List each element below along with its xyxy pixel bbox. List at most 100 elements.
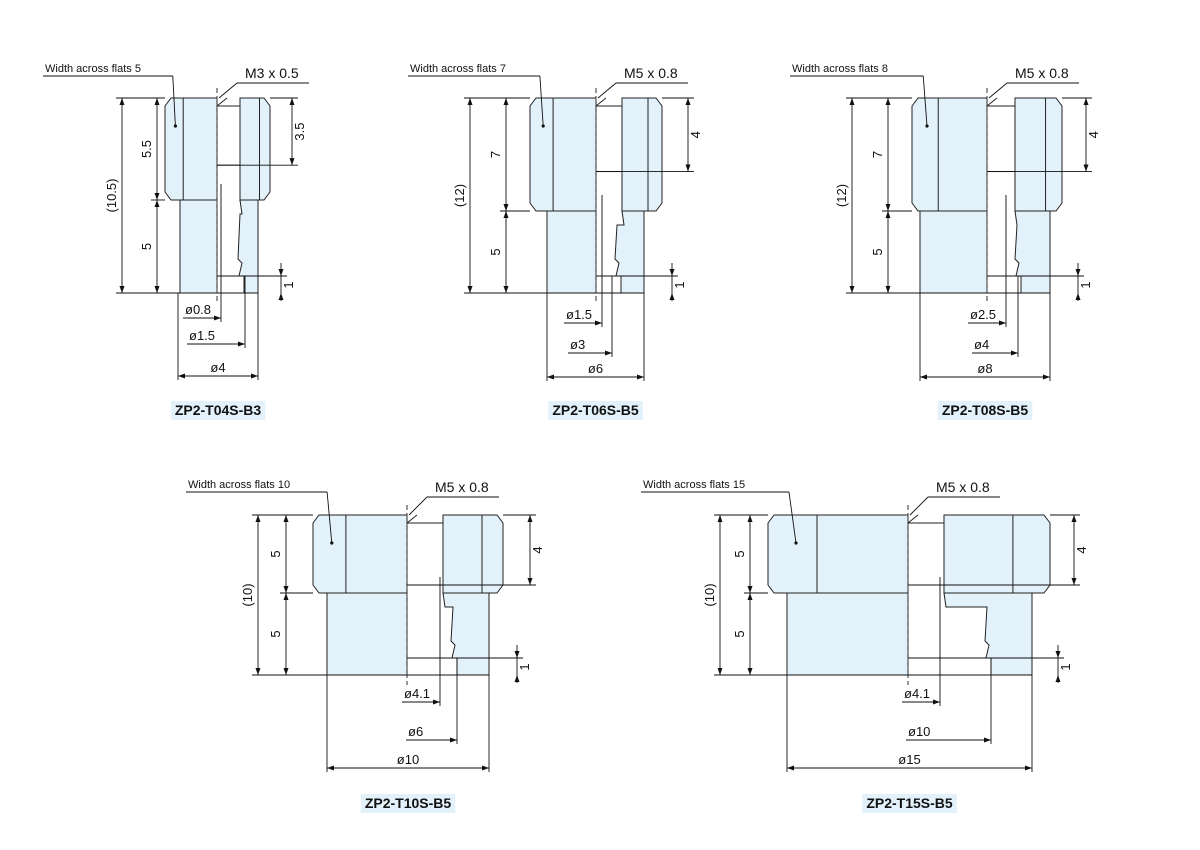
body-right xyxy=(442,592,490,676)
dim-d1: ø4.1 xyxy=(404,686,430,701)
arrow-head xyxy=(154,286,160,293)
arrow-head xyxy=(885,286,891,293)
dim-tip: 1 xyxy=(672,281,687,288)
arrow-head xyxy=(283,668,289,675)
arrow-head xyxy=(849,98,855,105)
model-title-bg xyxy=(548,401,643,420)
dim-d3: ø10 xyxy=(397,752,419,767)
chamfer xyxy=(986,97,998,107)
hex-right xyxy=(943,514,1051,595)
flats-label: Width across flats 8 xyxy=(792,63,888,75)
dim-hex: 5 xyxy=(732,550,747,557)
thread-label: M5 x 0.8 xyxy=(624,65,678,81)
dim-total: (10.5) xyxy=(104,179,119,213)
body-right xyxy=(614,210,645,294)
arrow-head xyxy=(289,98,295,105)
thread-label: M3 x 0.5 xyxy=(245,65,299,81)
flats-leader xyxy=(172,75,176,127)
arrow-head xyxy=(503,211,509,218)
arrow-head xyxy=(214,315,221,321)
dim-d1: ø2.5 xyxy=(970,307,996,322)
hex-right xyxy=(442,514,504,595)
dim-thread-depth: 3.5 xyxy=(292,123,307,141)
arrow-head xyxy=(849,286,855,293)
arrow-head xyxy=(283,586,289,593)
arrow-head xyxy=(920,374,927,380)
arrow-head xyxy=(503,204,509,211)
model-title: ZP2-T06S-B5 xyxy=(552,402,639,418)
thread-bore xyxy=(216,105,241,166)
hex-left xyxy=(529,97,597,212)
model-title-bg xyxy=(862,794,957,813)
thread-leader xyxy=(218,82,238,99)
arrow-head xyxy=(467,98,473,105)
thread-leader xyxy=(988,82,1008,99)
dim-d2: ø3 xyxy=(570,337,585,352)
hex-left xyxy=(911,97,988,212)
arrow-head xyxy=(119,98,125,105)
flats-label: Width across flats 15 xyxy=(643,479,745,491)
chamfer xyxy=(595,97,607,107)
model-title-bg xyxy=(937,401,1033,420)
arrow-head xyxy=(154,200,160,207)
model-title: ZP2-T10S-B5 xyxy=(365,795,452,811)
dim-hex: 5 xyxy=(268,550,283,557)
dim-total: (10) xyxy=(702,583,717,606)
arrow-head xyxy=(482,765,489,771)
dim-body: 5 xyxy=(139,243,154,250)
arrow-head xyxy=(747,593,753,600)
body-left xyxy=(179,199,218,294)
arrow-head xyxy=(984,737,991,743)
dim-d3: ø6 xyxy=(588,361,603,376)
arrow-head xyxy=(1011,350,1018,356)
arrow-head xyxy=(1043,374,1050,380)
arrow-head xyxy=(154,193,160,200)
arrow-head xyxy=(251,373,258,379)
thread-label: M5 x 0.8 xyxy=(1015,65,1069,81)
dim-d3: ø8 xyxy=(977,361,992,376)
arrow-head xyxy=(787,765,794,771)
arrow-head xyxy=(178,373,185,379)
dim-body: 5 xyxy=(268,630,283,637)
arrow-head xyxy=(747,515,753,522)
arrow-head xyxy=(283,515,289,522)
dim-tip: 1 xyxy=(1078,281,1093,288)
arrow-head xyxy=(747,668,753,675)
flats-dot xyxy=(794,541,798,545)
thread-leader xyxy=(408,496,428,516)
chamfer xyxy=(216,97,228,107)
model-title-bg xyxy=(170,401,266,420)
arrow-head xyxy=(503,286,509,293)
body-left xyxy=(326,592,408,676)
hex-left xyxy=(767,514,909,594)
flats-dot xyxy=(925,124,929,128)
dim-hex: 7 xyxy=(488,151,503,158)
dim-d1: ø4.1 xyxy=(904,686,930,701)
body-left xyxy=(786,592,909,676)
thread-bore xyxy=(986,105,1016,173)
dim-tip: 1 xyxy=(1058,663,1073,670)
flats-dot xyxy=(330,541,334,545)
flats-leader xyxy=(788,491,797,544)
arrow-head xyxy=(255,515,261,522)
dim-d2: ø10 xyxy=(908,724,930,739)
dim-tip: 1 xyxy=(517,663,532,670)
dim-thread-depth: 4 xyxy=(1086,131,1101,138)
dim-total: (12) xyxy=(834,184,849,207)
flats-label: Width across flats 7 xyxy=(410,63,506,75)
model-title: ZP2-T04S-B3 xyxy=(175,402,262,418)
hex-right xyxy=(239,97,271,202)
arrow-head xyxy=(1083,164,1089,172)
arrow-head xyxy=(685,164,691,172)
thread-label: M5 x 0.8 xyxy=(435,479,489,495)
dim-body: 5 xyxy=(488,248,503,255)
arrow-head xyxy=(255,668,261,675)
dim-d1: ø0.8 xyxy=(185,302,211,317)
dim-hex: 5.5 xyxy=(139,140,154,158)
arrow-head xyxy=(717,668,723,675)
flats-leader xyxy=(326,491,333,544)
arrow-head xyxy=(450,737,457,743)
